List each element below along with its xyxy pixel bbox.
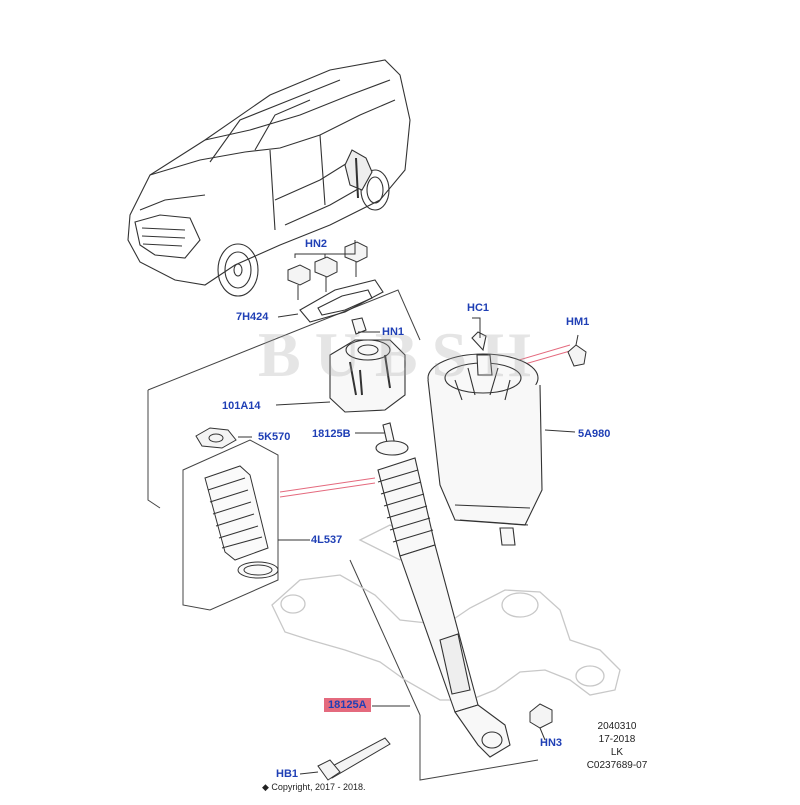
lower-fasteners <box>317 703 553 781</box>
shock-absorber <box>375 422 511 758</box>
7h424-leader <box>277 313 299 318</box>
copyright-text: ◆ Copyright, 2017 - 2018. <box>262 782 366 792</box>
reference-line-4: C0237689-07 <box>586 760 648 771</box>
watermark: BUBSH <box>258 319 545 390</box>
label-18125a-highlighted: 18125A <box>324 698 371 712</box>
label-4l537: 4L537 <box>311 534 343 546</box>
label-5k570: 5K570 <box>258 431 291 443</box>
top-mount <box>329 317 406 413</box>
hn3-leader <box>539 727 546 741</box>
label-101a14: 101A14 <box>222 400 261 412</box>
reference-line-3: LK <box>610 747 624 758</box>
101a14-leader <box>275 401 331 406</box>
air-spring <box>427 331 543 546</box>
top-nuts <box>287 241 368 300</box>
dust-boot <box>204 465 279 579</box>
reference-line-1: 2040310 <box>597 721 637 732</box>
group-frames <box>147 289 539 781</box>
label-hb1: HB1 <box>276 768 299 780</box>
label-7h424: 7H424 <box>236 311 269 323</box>
vehicle-illustration <box>127 59 411 297</box>
label-hm1: HM1 <box>566 316 590 328</box>
hb1-leader <box>299 771 319 775</box>
gasket <box>299 279 384 323</box>
hn2-leader <box>294 240 356 258</box>
5a980-leader <box>544 429 576 433</box>
label-hn1: HN1 <box>382 326 405 338</box>
subframe-ghost <box>271 524 621 701</box>
label-hn3: HN3 <box>540 737 563 749</box>
shaft-nut <box>195 427 237 449</box>
label-18125b: 18125B <box>312 428 351 440</box>
link-lines <box>279 477 376 498</box>
reference-line-2: 17-2018 <box>598 734 636 745</box>
air-fitting <box>567 334 587 367</box>
label-hc1: HC1 <box>467 302 490 314</box>
hc1-leader <box>472 317 481 338</box>
reference-block: 2040310 17-2018 LK C0237689-07 <box>582 720 652 772</box>
label-5a980: 5A980 <box>578 428 611 440</box>
label-hn2: HN2 <box>305 238 328 250</box>
